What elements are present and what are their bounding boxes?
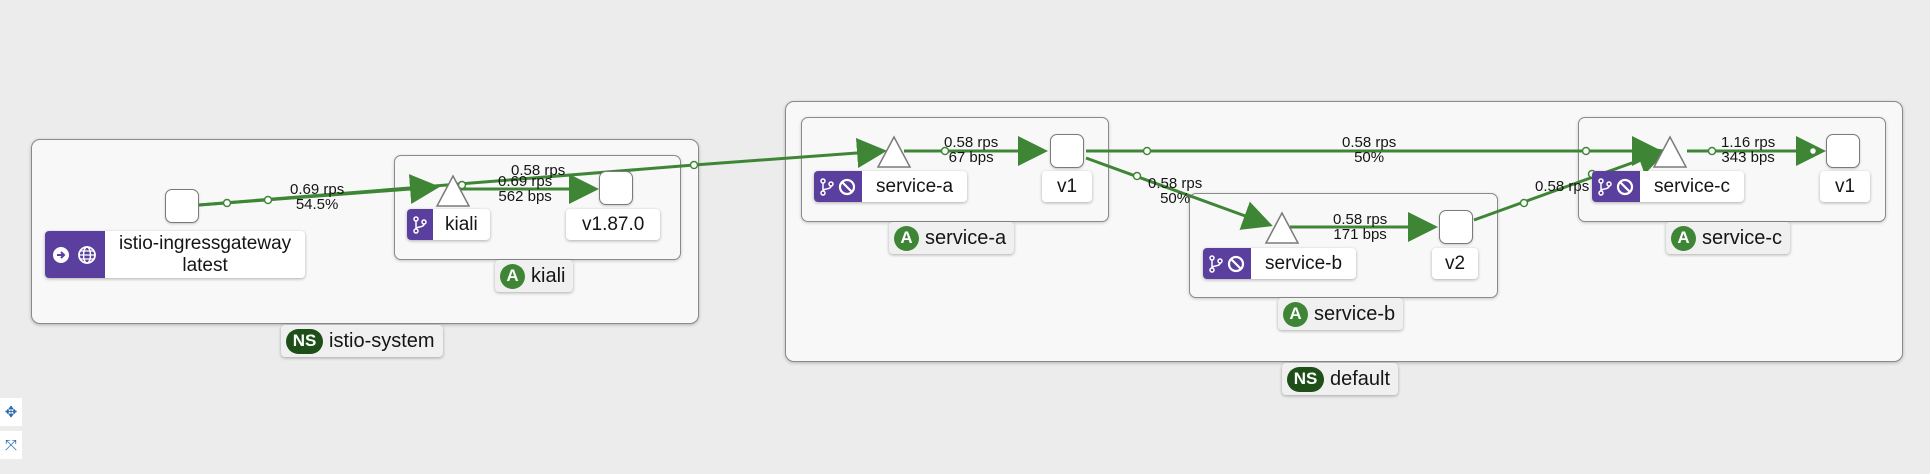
kiali-version-node[interactable] [599, 171, 633, 205]
branch-icon [820, 177, 834, 196]
service-c-version-name: v1 [1835, 175, 1856, 197]
service-a-version-name: v1 [1057, 175, 1078, 197]
app-badge: A [1283, 301, 1308, 327]
namespace-badge: NS [286, 328, 323, 354]
globe-icon [78, 245, 96, 264]
app-label-service-b[interactable]: A service-b [1278, 298, 1404, 330]
ingress-version: latest [182, 254, 228, 276]
app-label-service-c[interactable]: A service-c [1666, 222, 1791, 254]
branch-icon [1209, 254, 1223, 273]
app-badge: A [500, 263, 525, 289]
kiali-version-name: v1.87.0 [582, 213, 645, 235]
service-b-service-node[interactable] [1264, 211, 1300, 245]
edge-a-v1-to-b-service [1085, 156, 1273, 230]
service-b-version-name: v2 [1445, 252, 1466, 274]
block-icon [838, 178, 856, 195]
ingress-badges [45, 231, 105, 278]
ingress-workload-node[interactable] [165, 189, 199, 223]
service-c-service-name: service-c [1654, 175, 1731, 197]
service-b-version-label[interactable]: v2 [1432, 248, 1479, 279]
app-label-service-a[interactable]: A service-a [889, 222, 1015, 254]
branch-icon [413, 215, 427, 234]
edge-b-v2-to-c-service [1473, 146, 1668, 222]
service-a-version-label[interactable]: v1 [1042, 171, 1093, 202]
service-c-version-node[interactable] [1826, 134, 1860, 168]
service-a-service-label[interactable]: service-a [814, 171, 968, 202]
service-a-version-node[interactable] [1050, 134, 1084, 168]
app-box-kiali[interactable] [394, 155, 681, 260]
kiali-service-node[interactable] [435, 174, 471, 208]
ingress-node-label[interactable]: istio-ingressgateway latest [45, 231, 306, 278]
kiali-service-label[interactable]: kiali [407, 209, 490, 240]
arrow-right-circle-icon [53, 246, 69, 263]
block-icon [1227, 255, 1245, 272]
edge-label-ingress-service-a: 0.58 rps [511, 162, 566, 179]
service-c-service-node[interactable] [1652, 135, 1688, 169]
block-icon [1616, 178, 1634, 195]
move-icon[interactable]: ✥ [0, 398, 22, 426]
branch-icon [1598, 177, 1612, 196]
edge-label-b-v2-c: 0.58 rps [1535, 178, 1590, 195]
namespace-label-istio-system[interactable]: NS istio-system [281, 325, 443, 357]
service-c-version-label[interactable]: v1 [1820, 171, 1871, 202]
kiali-version-label[interactable]: v1.87.0 [566, 209, 661, 240]
service-b-service-name: service-b [1265, 252, 1343, 274]
app-label-kiali[interactable]: A kiali [495, 260, 574, 292]
namespace-label-default[interactable]: NS default [1282, 363, 1399, 395]
service-c-service-label[interactable]: service-c [1592, 171, 1745, 202]
fit-icon[interactable]: ⤧ [0, 431, 22, 459]
service-a-service-name: service-a [876, 175, 954, 197]
service-b-service-label[interactable]: service-b [1203, 248, 1357, 279]
kiali-service-name: kiali [445, 213, 478, 235]
ingress-name: istio-ingressgateway [119, 232, 292, 254]
service-b-version-node[interactable] [1439, 210, 1473, 244]
app-badge: A [894, 225, 919, 251]
namespace-badge: NS [1287, 366, 1324, 392]
app-badge: A [1671, 225, 1696, 251]
service-a-service-node[interactable] [876, 135, 912, 169]
